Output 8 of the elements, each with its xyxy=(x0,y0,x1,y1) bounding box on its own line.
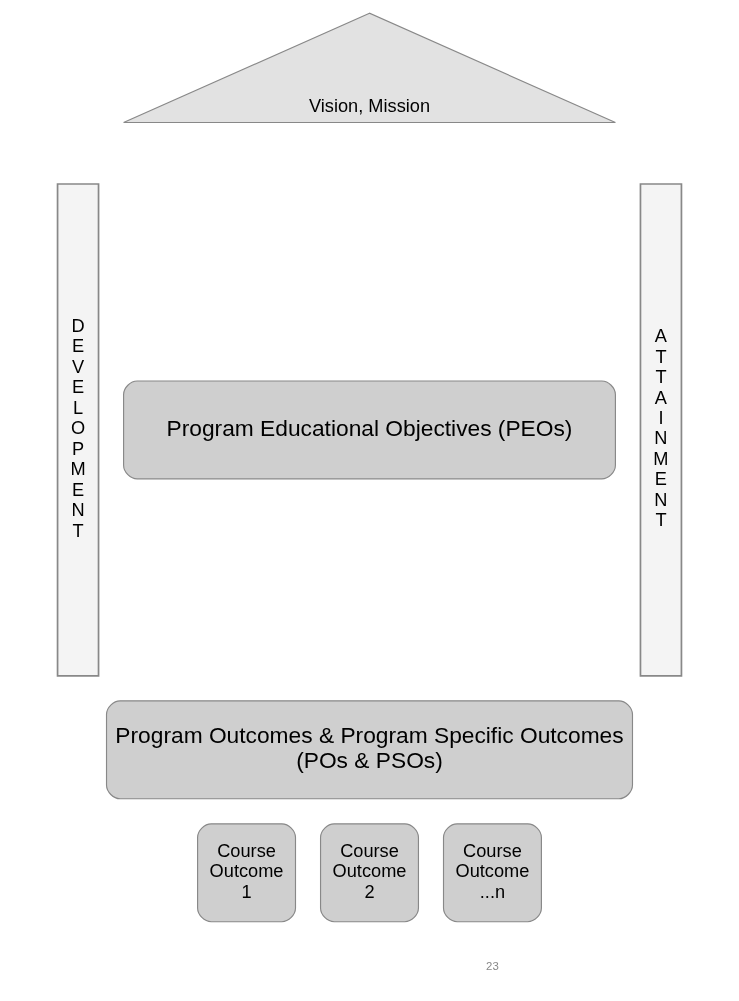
node-box: ATTAINMENT xyxy=(639,183,683,677)
label: 23 xyxy=(486,960,499,973)
node-box: DEVELOPMENT xyxy=(56,183,100,677)
node-box: Program Outcomes & Program Specific Outcomes (POs & PSOs) xyxy=(105,700,634,800)
node-box: Course Outcome 1 xyxy=(197,823,297,923)
node-box: Course Outcome 2 xyxy=(319,823,420,923)
node-box: Program Educational Objectives (PEOs) xyxy=(123,380,616,480)
node-box: Course Outcome ...n xyxy=(442,823,542,923)
